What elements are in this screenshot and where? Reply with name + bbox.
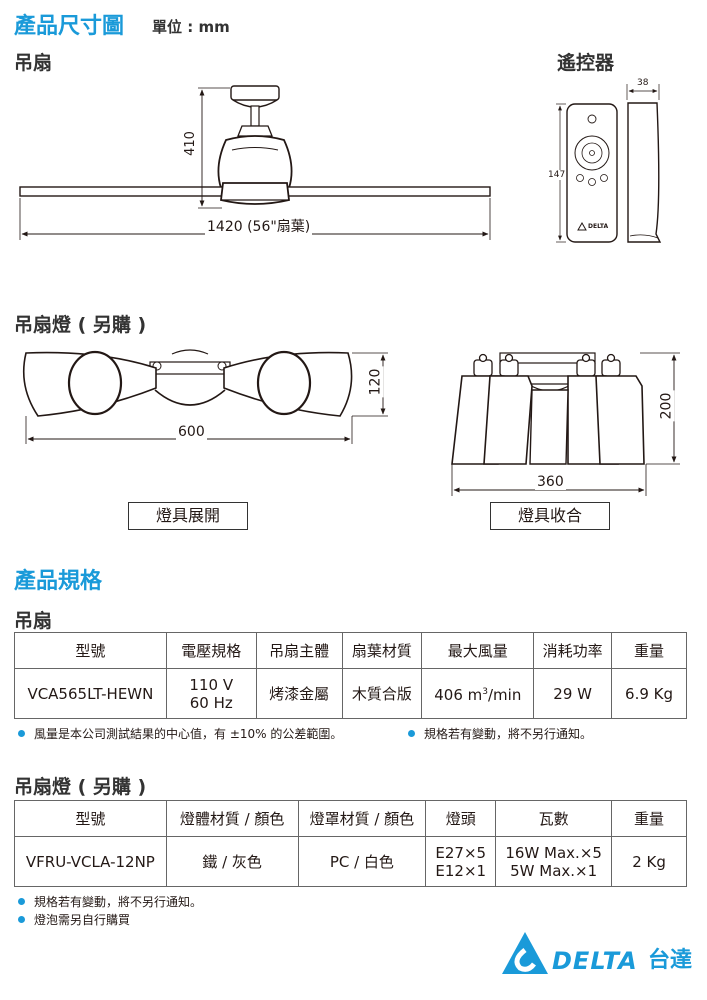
body-material-cell: 鐵 / 灰色: [165, 836, 299, 887]
header-cell: 吊扇主體: [255, 632, 343, 669]
remote-brand: DELTA: [588, 223, 609, 230]
wattage-line: 5W Max.×1: [510, 861, 598, 880]
fan-note-1: 風量是本公司測試結果的中心值，有 ±10% 的公差範圍。: [18, 726, 342, 742]
caption-closed: 燈具收合: [490, 502, 610, 530]
airflow-unit: /min: [487, 686, 522, 704]
fan-note-2: 規格若有變動，將不另行通知。: [408, 726, 592, 742]
bullet-icon: [18, 730, 25, 737]
header-cell: 燈體材質 / 顏色: [165, 800, 299, 837]
socket-line: E12×1: [435, 861, 487, 880]
delta-logo-cn: 台達: [648, 948, 693, 973]
header-cell: 型號: [14, 632, 167, 669]
caption-open: 燈具展開: [128, 502, 248, 530]
airflow-value: 406 m: [434, 686, 483, 704]
header-cell: 型號: [14, 800, 167, 837]
remote-height-dim: 147: [548, 170, 566, 180]
delta-logo-icon: [502, 932, 548, 974]
model-cell: VFRU-VCLA-12NP: [14, 836, 167, 887]
airflow-sup: 3: [482, 687, 488, 697]
bullet-icon: [18, 898, 25, 905]
header-cell: 燈頭: [425, 800, 497, 837]
frequency-line: 60 Hz: [189, 693, 233, 712]
header-cell: 重量: [611, 632, 687, 669]
lamp-spec-label: 吊扇燈 ( 另購 ): [14, 776, 147, 798]
blade-material-cell: 木質合版: [341, 668, 423, 719]
body-material-cell: 烤漆金屬: [255, 668, 343, 719]
remote-section-label: 遙控器: [557, 52, 615, 74]
lamp-closed-height-dim: 200: [658, 390, 675, 422]
model-cell: VCA565LT-HEWN: [14, 668, 167, 719]
delta-logo-text: DELTA: [552, 947, 638, 975]
wattage-line: 16W Max.×5: [505, 843, 602, 862]
note-text: 風量是本公司測試結果的中心值，有 ±10% 的公差範圍。: [34, 727, 343, 741]
header-cell: 扇葉材質: [341, 632, 423, 669]
page-title: 產品尺寸圖: [14, 14, 125, 39]
fan-spec-label: 吊扇: [14, 610, 53, 632]
header-cell: 瓦數: [495, 800, 613, 837]
fan-spec-table: 型號 電壓規格 吊扇主體 扇葉材質 最大風量 消耗功率 重量 VCA565LT-…: [14, 632, 687, 719]
unit-label: 單位 : mm: [152, 18, 230, 36]
bullet-icon: [18, 916, 25, 923]
socket-line: E27×5: [435, 843, 487, 862]
power-cell: 29 W: [533, 668, 613, 719]
header-cell: 電壓規格: [165, 632, 257, 669]
header-cell: 消耗功率: [533, 632, 613, 669]
lamp-open-width-dim: 600: [176, 424, 207, 440]
bullet-icon: [408, 730, 415, 737]
table-row: 型號 燈體材質 / 顏色 燈罩材質 / 顏色 燈頭 瓦數 重量: [14, 800, 687, 837]
note-text: 規格若有變動，將不另行通知。: [34, 895, 203, 909]
table-row: 型號 電壓規格 吊扇主體 扇葉材質 最大風量 消耗功率 重量: [14, 632, 687, 669]
weight-cell: 6.9 Kg: [611, 668, 687, 719]
header-cell: 重量: [611, 800, 687, 837]
header-cell: 燈罩材質 / 顏色: [297, 800, 427, 837]
fan-section-label: 吊扇: [14, 52, 53, 74]
header-cell: 最大風量: [421, 632, 535, 669]
lamp-note-2: 燈泡需另自行購買: [18, 912, 130, 928]
remote-width-dim: 38: [637, 78, 649, 88]
fan-span-dim: 1420 (56"扇葉): [205, 216, 313, 236]
note-text: 燈泡需另自行購買: [34, 913, 131, 927]
voltage-line: 110 V: [189, 675, 234, 694]
lamp-closed-width-dim: 360: [535, 474, 566, 490]
note-text: 規格若有變動，將不另行通知。: [424, 727, 593, 741]
lamp-spec-table: 型號 燈體材質 / 顏色 燈罩材質 / 顏色 燈頭 瓦數 重量 VFRU-VCL…: [14, 800, 687, 887]
lamp-note-1: 規格若有變動，將不另行通知。: [18, 894, 202, 910]
shade-material-cell: PC / 白色: [297, 836, 427, 887]
lamp-section-label: 吊扇燈 ( 另購 ): [14, 314, 147, 336]
airflow-cell: 406 m3/min: [421, 668, 535, 719]
specs-title: 產品規格: [14, 569, 103, 594]
weight-cell: 2 Kg: [611, 836, 687, 887]
